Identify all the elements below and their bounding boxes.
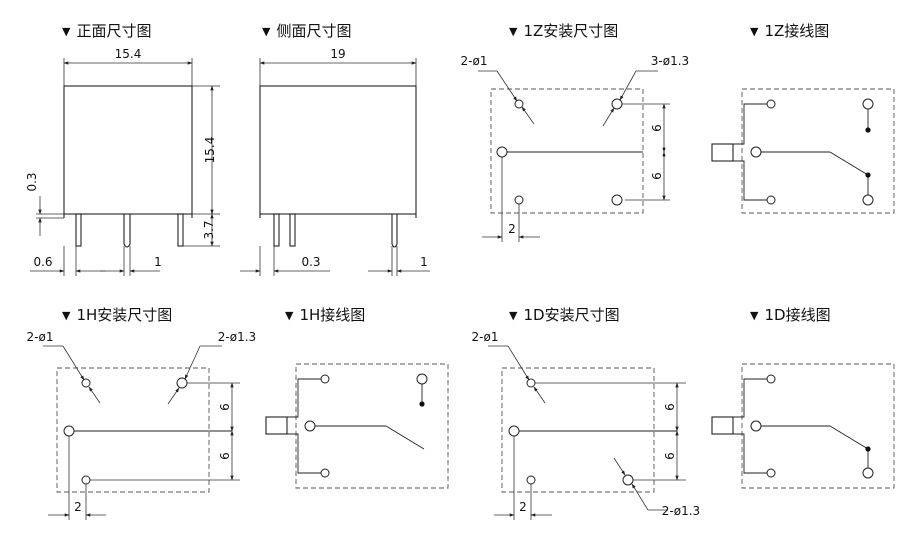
d-hole-large <box>508 425 520 437</box>
d-mount-view: 6 6 2-ø1 2-ø1.3 2 <box>472 330 700 520</box>
h-mount-outline <box>56 367 210 493</box>
h-wiring-outline <box>295 363 449 489</box>
z-terminal-coil <box>766 195 776 205</box>
title-d-mount: ▼1D安装尺寸图 <box>509 306 620 324</box>
d-hole-large <box>622 474 634 486</box>
front-height-label: 15.4 <box>203 137 217 164</box>
z-wiring-outline <box>741 88 895 214</box>
d-hole-small <box>526 475 536 485</box>
side-pin <box>289 213 296 247</box>
h-terminal-no <box>416 373 428 385</box>
z-coil <box>711 143 734 162</box>
d-terminal-nc <box>862 467 874 479</box>
h-pitch-top-label: 6 <box>218 403 232 411</box>
side-depth-label: 19 <box>330 47 345 61</box>
d-mount-outline <box>501 367 655 493</box>
z-contact-dot <box>865 127 871 133</box>
z-hole-small <box>514 195 524 205</box>
front-pin <box>75 213 82 247</box>
z-hole-small <box>514 99 524 109</box>
z-terminal-nc <box>862 98 874 110</box>
d-pitch-bottom-label: 6 <box>663 452 677 460</box>
z-armature <box>829 151 869 176</box>
d-terminal-coil <box>766 374 776 384</box>
z-pitch-top-label: 6 <box>650 124 664 132</box>
d-pitch-x-label: 2 <box>519 500 527 514</box>
z-terminal-coil <box>766 99 776 109</box>
z-pitch-bottom-label: 6 <box>650 172 664 180</box>
z-hole-large <box>496 146 508 158</box>
z-hole-large <box>611 194 623 206</box>
d-wiring-outline <box>741 363 895 489</box>
h-terminal-coil <box>320 374 330 384</box>
d-contact-dot <box>865 446 871 452</box>
d-hole-small <box>526 378 536 388</box>
z-terminal-no <box>862 194 874 206</box>
front-pin <box>123 214 131 248</box>
z-pitch-x-label: 2 <box>508 222 516 236</box>
h-hole-small-label: 2-ø1 <box>27 330 54 344</box>
d-wiring-view <box>711 363 895 489</box>
side-pinedge-label: 0.3 <box>301 255 320 269</box>
h-terminal-coil <box>320 468 330 478</box>
d-hole-large-label: 2-ø1.3 <box>662 504 700 518</box>
h-pitch-x-label: 2 <box>74 500 82 514</box>
title-h-wiring: ▼1H接线图 <box>285 306 366 324</box>
z-mount-outline <box>490 88 644 214</box>
front-pinedge-label: 0.6 <box>33 255 52 269</box>
title-d-wiring: ▼1D接线图 <box>750 306 831 324</box>
z-contact-dot <box>865 172 871 178</box>
side-body <box>259 85 417 215</box>
side-pin <box>273 213 280 247</box>
h-hole-large-label: 2-ø1.3 <box>218 330 256 344</box>
d-hole-small-label: 2-ø1 <box>472 330 499 344</box>
h-coil <box>265 416 288 435</box>
h-armature <box>385 425 425 450</box>
z-mount-view: 6 6 2-ø1 3-ø1.3 2 <box>461 54 689 242</box>
title-front: ▼正面尺寸图 <box>62 22 152 40</box>
front-body <box>63 85 193 215</box>
title-z-mount: ▼1Z安装尺寸图 <box>509 22 619 40</box>
side-pinwidth-label: 1 <box>420 255 428 269</box>
front-width-label: 15.4 <box>115 47 142 61</box>
z-terminal-com <box>750 146 762 158</box>
side-pin <box>391 214 398 248</box>
front-pin <box>177 213 184 247</box>
side-view: 19 0.3 1 <box>240 47 430 276</box>
h-pitch-bottom-label: 6 <box>218 452 232 460</box>
title-z-wiring: ▼1Z接线图 <box>750 22 830 40</box>
front-pinlen-label: 3.7 <box>202 220 216 239</box>
h-contact-dot <box>419 401 425 407</box>
z-hole-large <box>611 98 623 110</box>
front-view: 15.4 15.4 3.7 0.3 0.6 1 <box>25 47 220 276</box>
z-hole-small-label: 2-ø1 <box>461 54 488 68</box>
title-h-mount: ▼1H安装尺寸图 <box>62 306 173 324</box>
h-wiring-view <box>265 363 449 489</box>
title-side: ▼侧面尺寸图 <box>262 22 352 40</box>
h-terminal-com <box>304 420 316 432</box>
h-hole-small <box>81 378 91 388</box>
front-pinwidth-label: 1 <box>154 255 162 269</box>
d-armature <box>829 425 869 450</box>
h-hole-large <box>63 425 75 437</box>
z-wiring-view <box>711 88 895 214</box>
h-mount-view: 6 6 2-ø1 2-ø1.3 2 <box>27 330 256 520</box>
z-hole-large-label: 3-ø1.3 <box>651 54 689 68</box>
front-standoff-label: 0.3 <box>25 172 39 191</box>
h-hole-large <box>176 377 188 389</box>
h-hole-small <box>81 475 91 485</box>
d-pitch-top-label: 6 <box>663 403 677 411</box>
d-terminal-coil <box>766 468 776 478</box>
d-coil <box>711 416 734 435</box>
d-terminal-com <box>750 420 762 432</box>
